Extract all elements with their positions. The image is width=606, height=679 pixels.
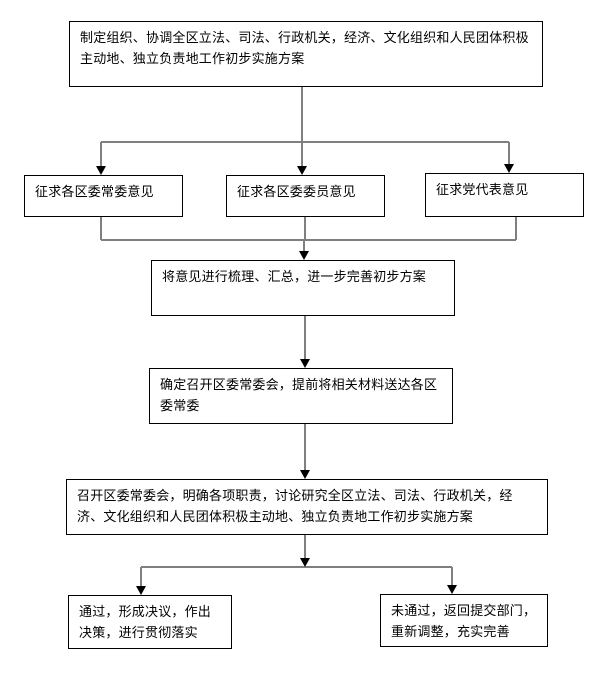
arrowhead-box-4	[504, 164, 514, 173]
step-text: 征求各区委常委意见	[35, 185, 154, 200]
outcome-rejected: 未通过，返回提交部门，重新调整，充实完善	[380, 594, 548, 647]
arrowhead-box-2	[96, 166, 106, 175]
step-text: 将意见进行梳理、汇总，进一步完善初步方案	[162, 270, 427, 285]
step-consult-committee-members: 征求各区委委员意见	[226, 175, 385, 217]
step-text: 制定组织、协调全区立法、司法、行政机关，经济、文化组织和人民团体积极主动地、独立…	[80, 31, 529, 67]
step-consult-party-representatives: 征求党代表意见	[425, 173, 584, 217]
step-text: 征求各区委委员意见	[237, 185, 356, 200]
arrowhead-branch	[300, 558, 310, 567]
arrowhead-box-6	[300, 359, 310, 368]
step-draft-plan: 制定组织、协调全区立法、司法、行政机关，经济、文化组织和人民团体积极主动地、独立…	[69, 21, 543, 87]
step-hold-meeting: 召开区委常委会，明确各项职责，讨论研究全区立法、司法、行政机关，经济、文化组织和…	[66, 479, 548, 535]
step-text: 确定召开区委常委会，提前将相关材料送达各区委常委	[160, 378, 438, 414]
step-text: 通过，形成决议，作出决策，进行贯彻落实	[79, 605, 212, 641]
arrowhead-box-9	[447, 585, 457, 594]
step-schedule-meeting: 确定召开区委常委会，提前将相关材料送达各区委常委	[149, 368, 453, 424]
arrowhead-box-3	[297, 166, 307, 175]
arrowhead-box-7	[300, 470, 310, 479]
arrowhead-box-8	[136, 586, 146, 595]
arrowhead-box-5	[299, 251, 309, 260]
step-summarize-opinions: 将意见进行梳理、汇总，进一步完善初步方案	[151, 260, 455, 316]
step-consult-standing-committee: 征求各区委常委意见	[24, 175, 183, 217]
outcome-approved: 通过，形成决议，作出决策，进行贯彻落实	[68, 595, 232, 649]
step-text: 未通过，返回提交部门，重新调整，充实完善	[391, 604, 537, 640]
step-text: 召开区委常委会，明确各项职责，讨论研究全区立法、司法、行政机关，经济、文化组织和…	[77, 489, 513, 525]
step-text: 征求党代表意见	[436, 183, 529, 198]
